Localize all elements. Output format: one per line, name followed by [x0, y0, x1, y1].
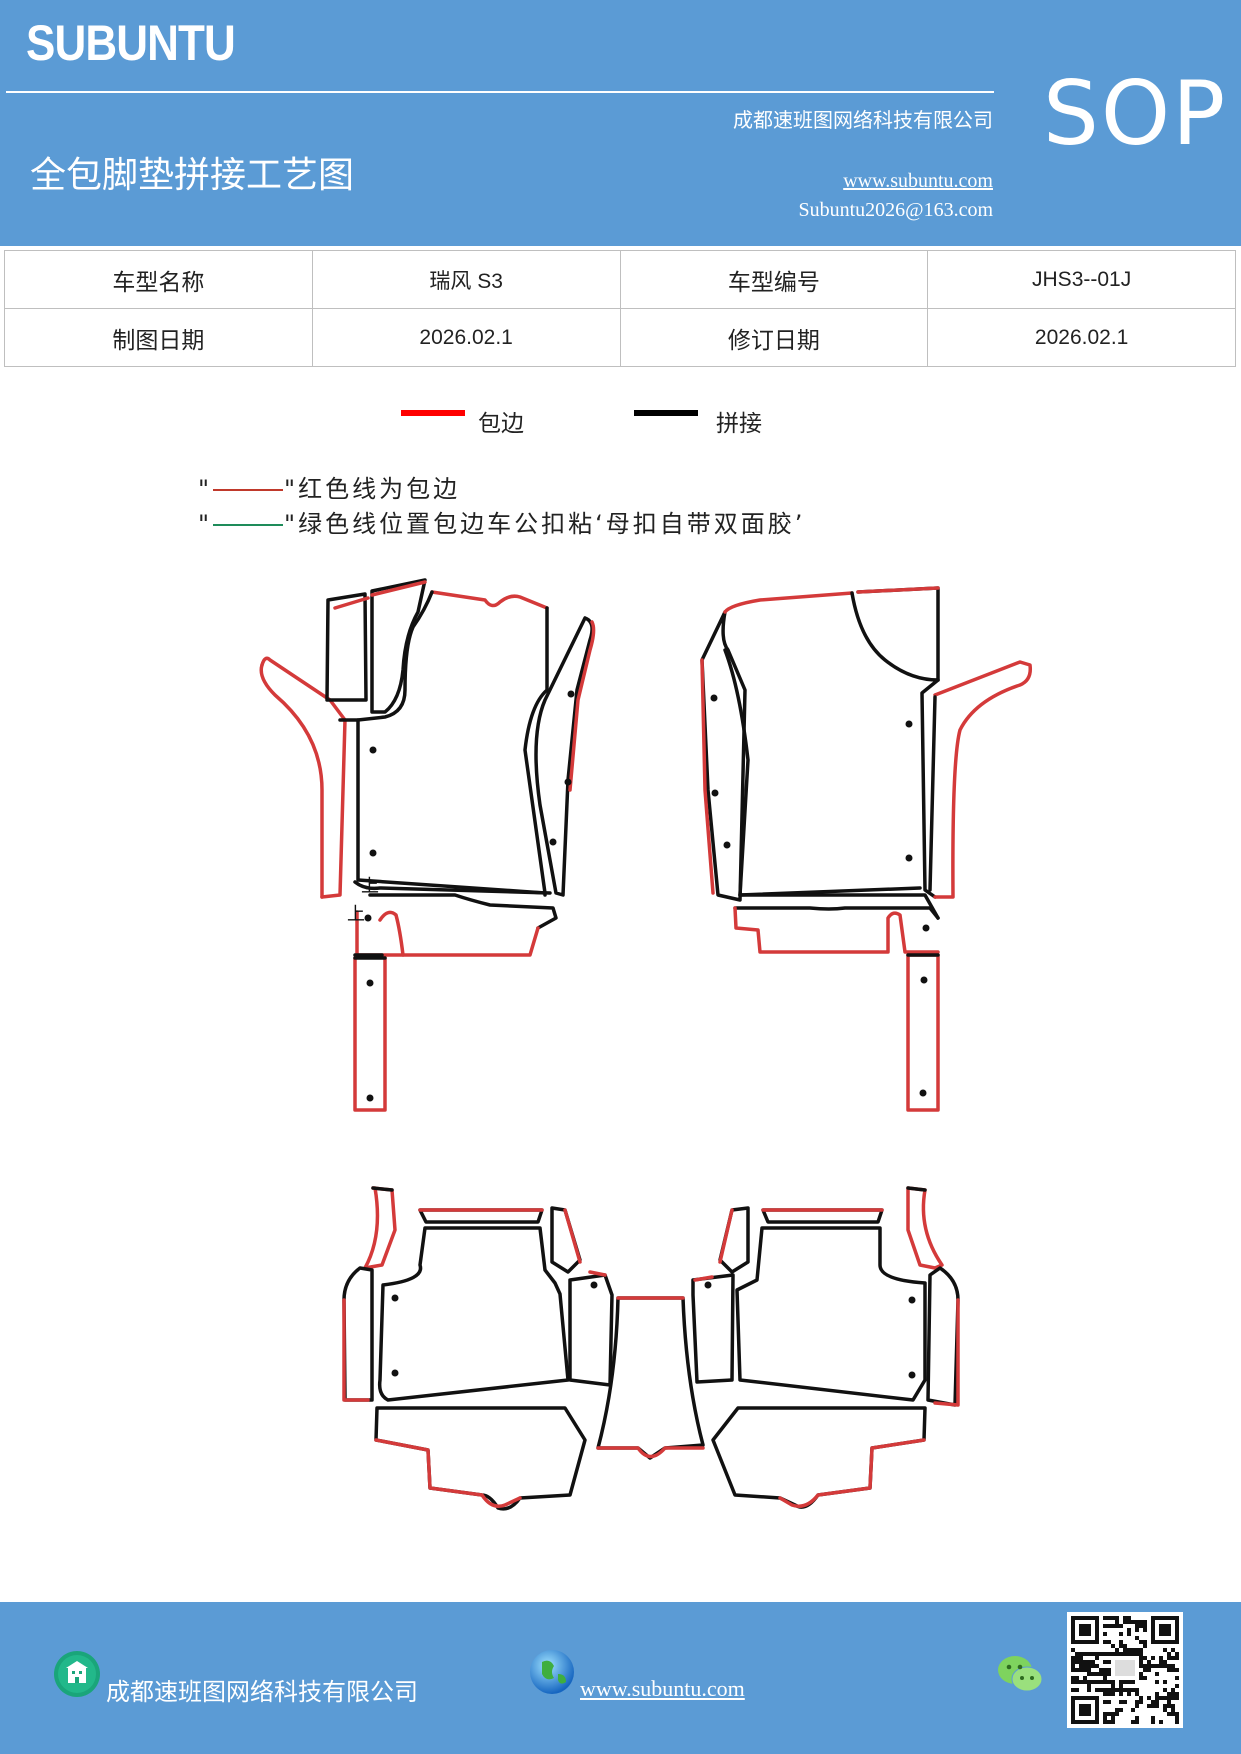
- sop-badge: SOP: [1043, 62, 1228, 165]
- up-mark-1: 上: [361, 876, 379, 897]
- note-red-text: "红色线为包边: [284, 475, 461, 503]
- rear-left-mat: [342, 1186, 614, 1511]
- footer-company: 成都速班图网络科技有限公司: [106, 1678, 418, 1706]
- building-icon: [54, 1651, 100, 1697]
- header-company: 成都速班图网络科技有限公司: [733, 108, 993, 132]
- fixing-dots: [364, 690, 930, 1379]
- header-email: Subuntu2026@163.com: [798, 199, 993, 221]
- model-code-value: JHS3--01J: [927, 250, 1236, 309]
- up-mark-2: 上: [347, 904, 365, 925]
- note-green-text: "绿色线位置包边车公扣粘‘母扣自带双面胶’: [284, 510, 806, 538]
- footer-url-link[interactable]: www.subuntu.com: [580, 1676, 745, 1701]
- table-row: 车型名称 瑞风 S3 车型编号 JHS3--01J: [4, 250, 1236, 309]
- note-green-swatch: [213, 524, 284, 526]
- floor-mat-drawing: 上 上: [259, 578, 1033, 1511]
- front-left-mat: [259, 578, 596, 1112]
- legend-edge-swatch: [401, 410, 465, 416]
- note-green: " "绿色线位置包边车公扣粘‘母扣自带双面胶’: [198, 504, 805, 539]
- note-green-quote: ": [198, 510, 213, 538]
- center-tunnel-mat: [596, 1296, 705, 1460]
- legend-edge-label: 包边: [478, 411, 524, 437]
- model-name-value: 瑞风 S3: [311, 250, 621, 309]
- revise-date-label: 修订日期: [619, 308, 929, 367]
- info-table: 车型名称 瑞风 S3 车型编号 JHS3--01J 制图日期 2026.02.1…: [4, 250, 1236, 367]
- qr-code: [1067, 1612, 1183, 1728]
- page-title: 全包脚垫拼接工艺图: [30, 155, 355, 196]
- table-row: 制图日期 2026.02.1 修订日期 2026.02.1: [4, 308, 1236, 367]
- draw-date-label: 制图日期: [4, 308, 313, 367]
- draw-date-value: 2026.02.1: [311, 308, 621, 367]
- revise-date-value: 2026.02.1: [927, 308, 1236, 367]
- model-name-label: 车型名称: [4, 250, 313, 309]
- brand-logo: SUBUNTU: [26, 15, 236, 71]
- globe-icon: [530, 1650, 574, 1694]
- legend-joint-label: 拼接: [716, 411, 762, 437]
- header-url-link[interactable]: www.subuntu.com: [843, 170, 993, 192]
- legend-joint-swatch: [634, 410, 698, 416]
- rear-right-mat: [691, 1186, 960, 1509]
- footer-banner: 成都速班图网络科技有限公司 www.subuntu.com: [0, 1602, 1241, 1754]
- note-red-swatch: [213, 489, 284, 491]
- note-red-quote: ": [198, 475, 213, 503]
- note-red: " "红色线为包边: [198, 469, 460, 504]
- header-divider: [6, 91, 994, 93]
- model-code-label: 车型编号: [619, 250, 929, 309]
- header-banner: SUBUNTU 成都速班图网络科技有限公司 全包脚垫拼接工艺图 www.subu…: [0, 0, 1241, 246]
- wechat-icon[interactable]: [997, 1654, 1043, 1694]
- front-right-mat: [700, 586, 1033, 1112]
